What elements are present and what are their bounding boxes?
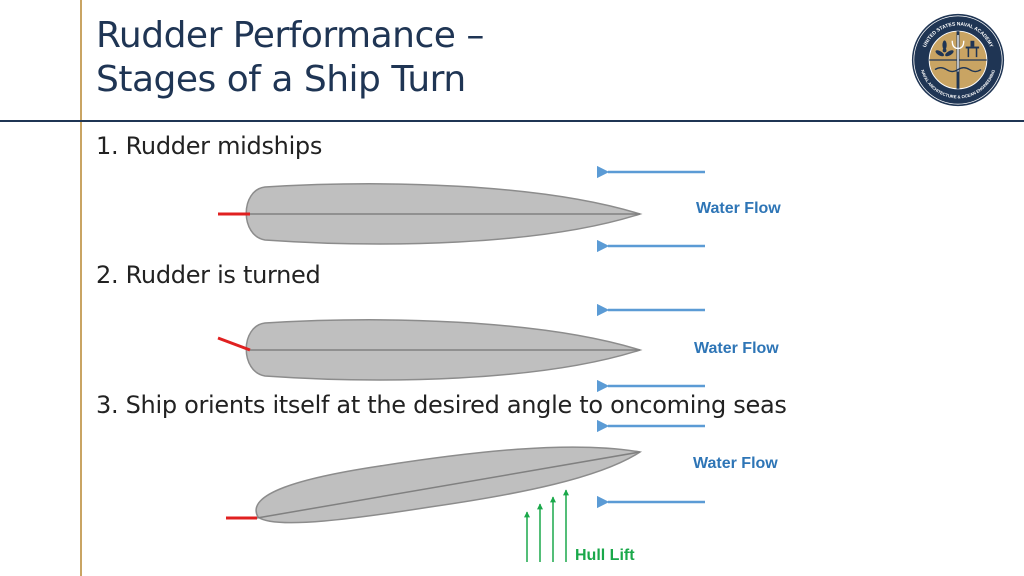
step-2-label: 2. Rudder is turned [96, 261, 321, 289]
hull-stage-3 [255, 446, 643, 524]
water-flow-label-3: Water Flow [693, 455, 778, 472]
vertical-accent-line [80, 0, 82, 576]
water-flow-label-2: Water Flow [694, 340, 779, 357]
hull-stage-2 [245, 319, 643, 381]
step-3-label: 3. Ship orients itself at the desired an… [96, 391, 787, 419]
slide-title: Rudder Performance – Stages of a Ship Tu… [96, 14, 484, 102]
water-flow-label-1: Water Flow [696, 200, 781, 217]
step-1-label: 1. Rudder midships [96, 132, 323, 160]
offshore-platform-icon [965, 40, 980, 58]
title-line-2: Stages of a Ship Turn [96, 59, 466, 100]
propeller-icon [935, 40, 954, 57]
naval-academy-seal-logo: UNITED STATES NAVAL ACADEMY NAVAL ARCHIT… [911, 13, 1005, 107]
trident-icon [951, 35, 965, 72]
rudder-stage-2 [217, 336, 251, 352]
header-divider [0, 120, 1024, 122]
title-line-1: Rudder Performance – [96, 15, 484, 56]
hull-stage-1 [245, 183, 643, 245]
hull-lift-label: Hull Lift [575, 547, 635, 564]
